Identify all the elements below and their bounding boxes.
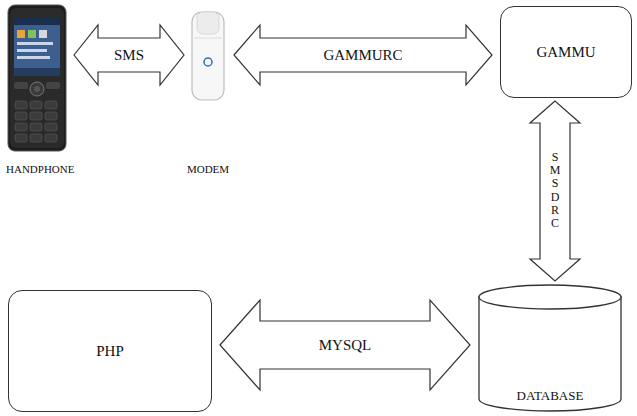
modem-node: MODEM xyxy=(190,10,226,102)
usb-modem-illustration xyxy=(192,12,224,100)
device-label: HANDPHONE xyxy=(6,163,74,175)
connector-label: SMS xyxy=(112,48,146,63)
block-arrow xyxy=(530,101,580,281)
database-cylinder: DATABASE xyxy=(478,284,622,412)
node-label: GAMMU xyxy=(536,44,595,61)
phone-node: HANDPHONE xyxy=(6,4,68,152)
connector-label: SMSDRC xyxy=(549,150,561,231)
block-arrow xyxy=(74,25,184,85)
phone-illustration xyxy=(8,5,66,151)
process-box: GAMMU xyxy=(500,6,632,98)
node-label: PHP xyxy=(96,343,124,360)
block-arrow xyxy=(220,300,470,390)
connector-label: MYSQL xyxy=(317,338,374,353)
node-label: DATABASE xyxy=(517,388,584,404)
connector-label: GAMMURC xyxy=(321,48,404,63)
process-box: PHP xyxy=(8,290,212,412)
device-label: MODEM xyxy=(187,163,229,175)
block-arrow xyxy=(234,25,492,85)
